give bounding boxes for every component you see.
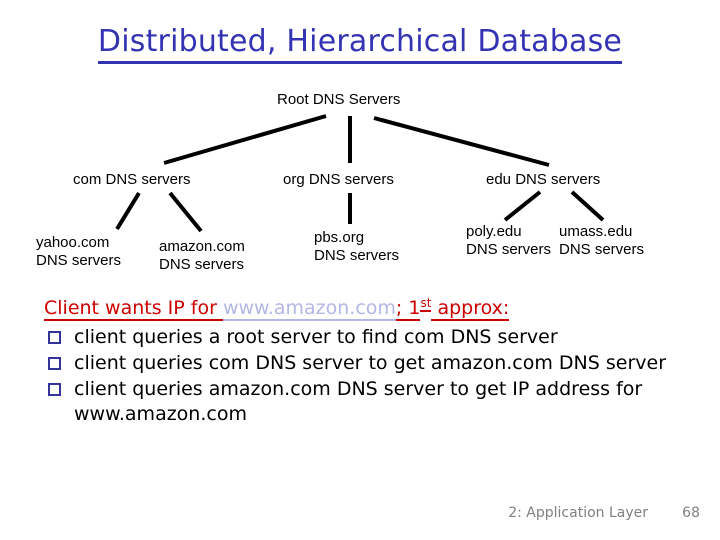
tree-leaf-pbs-role: DNS servers: [314, 247, 400, 264]
list-item-text: client queries com DNS server to get ama…: [74, 352, 667, 374]
tree-node-edu: edu DNS servers: [486, 171, 600, 188]
lead-superscript: st: [420, 295, 432, 312]
list-item: client queries com DNS server to get ama…: [44, 351, 684, 376]
tree-leaf-umass: umass.edu DNS servers: [559, 223, 644, 259]
tree-node-org: org DNS servers: [283, 171, 394, 188]
tree-node-root: Root DNS Servers: [277, 91, 400, 108]
footer-chapter-label: 2: Application Layer: [508, 505, 648, 521]
tree-leaf-yahoo-domain: yahoo.com: [36, 234, 110, 251]
tree-leaf-amazon: amazon.com DNS servers: [159, 238, 245, 274]
tree-leaf-amazon-domain: amazon.com: [159, 238, 245, 255]
square-bullet-icon: [48, 383, 61, 396]
dns-hierarchy-diagram: Root DNS Servers com DNS servers org DNS…: [36, 91, 644, 274]
list-item: client queries a root server to find com…: [44, 325, 684, 350]
tree-connector-lines: [115, 114, 605, 233]
tree-leaf-yahoo-role: DNS servers: [36, 252, 122, 269]
tree-leaf-umass-role: DNS servers: [559, 241, 645, 258]
tree-node-com: com DNS servers: [73, 171, 191, 188]
lead-part2: ; 1: [395, 297, 421, 321]
list-item-text: client queries a root server to find com…: [74, 326, 558, 348]
lead-part1: Client wants IP for: [44, 297, 223, 321]
amazon-hyperlink[interactable]: www.amazon.com: [222, 297, 396, 321]
tree-leaf-yahoo: yahoo.com DNS servers: [36, 234, 121, 270]
page-title: Distributed, Hierarchical Database: [0, 24, 720, 64]
tree-leaf-amazon-role: DNS servers: [159, 256, 245, 273]
tree-leaf-pbs-domain: pbs.org: [314, 229, 365, 246]
tree-leaf-poly-role: DNS servers: [466, 241, 552, 258]
list-item-text: client queries amazon.com DNS server to …: [74, 378, 643, 425]
tree-node-root-label: Root DNS Servers: [277, 91, 401, 108]
tree-leaf-poly-domain: poly.edu: [466, 223, 522, 240]
tree-node-com-label: com DNS servers: [73, 171, 191, 188]
page-title-text: Distributed, Hierarchical Database: [97, 24, 623, 64]
tree-leaf-poly: poly.edu DNS servers: [466, 223, 551, 259]
square-bullet-icon: [48, 331, 61, 344]
slide-footer: 2: Application Layer 68: [0, 505, 720, 529]
lead-line: Client wants IP for www.amazon.com; 1st …: [44, 295, 684, 321]
lead-part3: approx:: [431, 297, 510, 321]
list-item: client queries amazon.com DNS server to …: [44, 377, 684, 427]
steps-list: client queries a root server to find com…: [44, 325, 684, 427]
footer-page-number: 68: [682, 505, 700, 521]
tree-node-org-label: org DNS servers: [283, 171, 394, 188]
tree-node-edu-label: edu DNS servers: [486, 171, 601, 188]
square-bullet-icon: [48, 357, 61, 370]
tree-leaf-umass-domain: umass.edu: [559, 223, 633, 240]
tree-leaf-pbs: pbs.org DNS servers: [314, 229, 399, 265]
body-content: Client wants IP for www.amazon.com; 1st …: [44, 295, 684, 428]
